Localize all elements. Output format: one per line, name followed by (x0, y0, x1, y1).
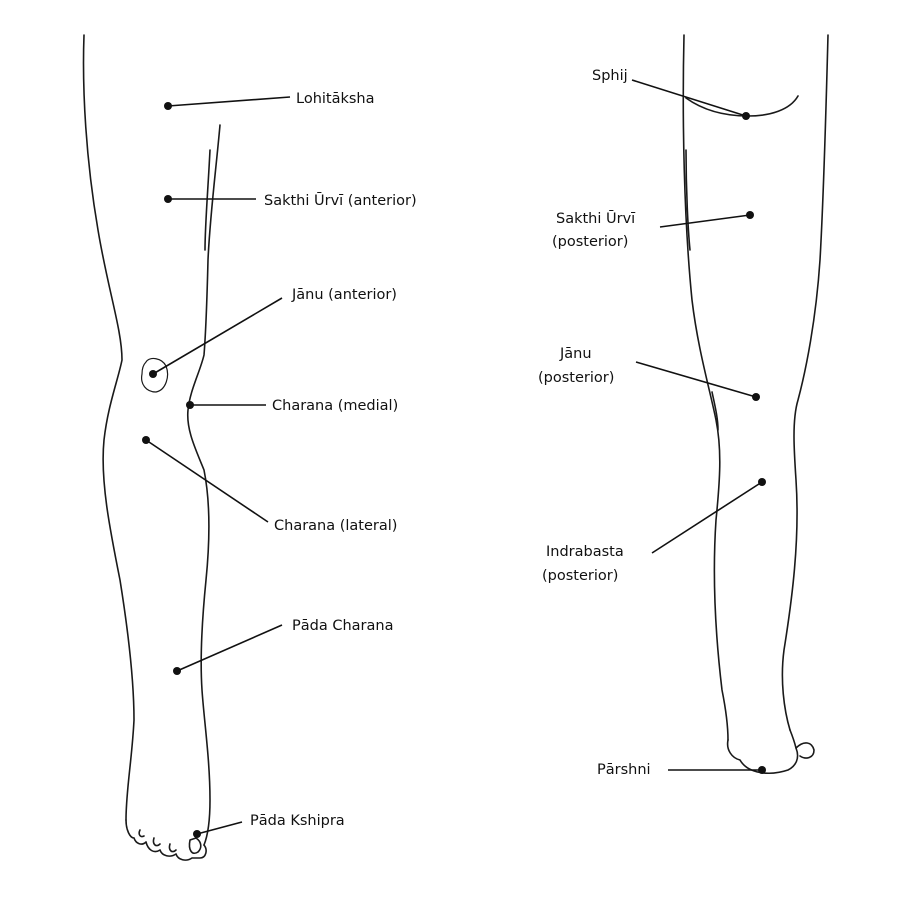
label-pada-charana: Pāda Charana (292, 618, 393, 634)
gluteal-fold (685, 95, 799, 117)
leader-pada-charana (176, 624, 283, 672)
dot-pada-charana (173, 667, 181, 675)
marma-point-charana-lateral: Charana (lateral) (142, 436, 397, 534)
posterior-knee-line (711, 391, 719, 431)
label-indrabasta-line2: (posterior) (542, 568, 618, 584)
anterior-leg-left-contour (82, 34, 135, 821)
anterior-toenail-1 (138, 829, 145, 838)
dot-indrabasta (758, 478, 766, 486)
dot-parshni (758, 766, 766, 774)
posterior-heel-toe (795, 742, 815, 759)
anterior-toenail-big (188, 837, 202, 855)
marma-point-lohitaksha: Lohitāksha (164, 91, 375, 110)
marma-point-janu-anterior: Jānu (anterior) (149, 287, 397, 378)
dot-sphij (742, 112, 750, 120)
leader-sphij (631, 79, 747, 117)
label-indrabasta-line1: Indrabasta (546, 544, 624, 560)
kneecap-circle (141, 357, 169, 393)
anterior-leg-right-contour (186, 124, 221, 846)
dot-sakthi-urvi-anterior (164, 195, 172, 203)
marma-point-sakthi-urvi-posterior: Sakthi Ūrvī (posterior) (552, 210, 754, 250)
label-parshni: Pārshni (597, 762, 651, 778)
posterior-leg-right-contour (781, 34, 829, 731)
posterior-thigh-line (685, 149, 691, 251)
dot-pada-kshipra (193, 830, 201, 838)
leader-lohitaksha (167, 96, 291, 107)
dot-janu-posterior (752, 393, 760, 401)
anterior-foot-toes (125, 819, 207, 861)
label-sakthi-urvi-posterior-line2: (posterior) (552, 234, 628, 250)
label-lohitaksha: Lohitāksha (296, 91, 375, 107)
label-janu-posterior-line2: (posterior) (538, 370, 614, 386)
leader-charana-lateral (145, 439, 269, 523)
label-janu-anterior: Jānu (anterior) (291, 287, 397, 303)
dot-lohitaksha (164, 102, 172, 110)
marma-point-sakthi-urvi-anterior: Sakthi Ūrvī (anterior) (164, 192, 417, 209)
dot-sakthi-urvi-posterior (746, 211, 754, 219)
leader-sakthi-urvi-posterior (659, 214, 751, 228)
marma-point-parshni: Pārshni (597, 762, 766, 778)
anterior-thigh-crease (204, 149, 211, 251)
label-sphij: Sphij (592, 68, 628, 84)
label-janu-posterior-line1: Jānu (559, 346, 592, 362)
dot-charana-medial (186, 401, 194, 409)
label-charana-lateral: Charana (lateral) (274, 518, 397, 534)
label-sakthi-urvi-anterior: Sakthi Ūrvī (anterior) (264, 192, 417, 209)
leader-indrabasta (651, 481, 763, 554)
posterior-leg-outline (682, 34, 829, 774)
posterior-leg-left-contour (682, 34, 729, 741)
leader-janu-posterior (635, 361, 757, 398)
label-pada-kshipra: Pāda Kshipra (250, 813, 345, 829)
dot-charana-lateral (142, 436, 150, 444)
label-sakthi-urvi-posterior-line1: Sakthi Ūrvī (556, 210, 636, 227)
posterior-heel (726, 729, 799, 774)
marma-point-pada-kshipra: Pāda Kshipra (193, 813, 345, 838)
anterior-toenail-3 (168, 843, 177, 853)
leader-janu-anterior (152, 297, 283, 375)
anterior-toenail-2 (152, 837, 161, 847)
marma-point-janu-posterior: Jānu (posterior) (538, 346, 760, 401)
anterior-leg-outline (82, 34, 221, 861)
marma-point-charana-medial: Charana (medial) (186, 398, 398, 414)
leader-pada-kshipra (196, 821, 243, 835)
label-charana-medial: Charana (medial) (272, 398, 398, 414)
marma-point-sphij: Sphij (592, 68, 750, 120)
marma-point-pada-charana: Pāda Charana (173, 618, 393, 675)
dot-janu-anterior (149, 370, 157, 378)
marma-point-indrabasta: Indrabasta (posterior) (542, 478, 766, 584)
